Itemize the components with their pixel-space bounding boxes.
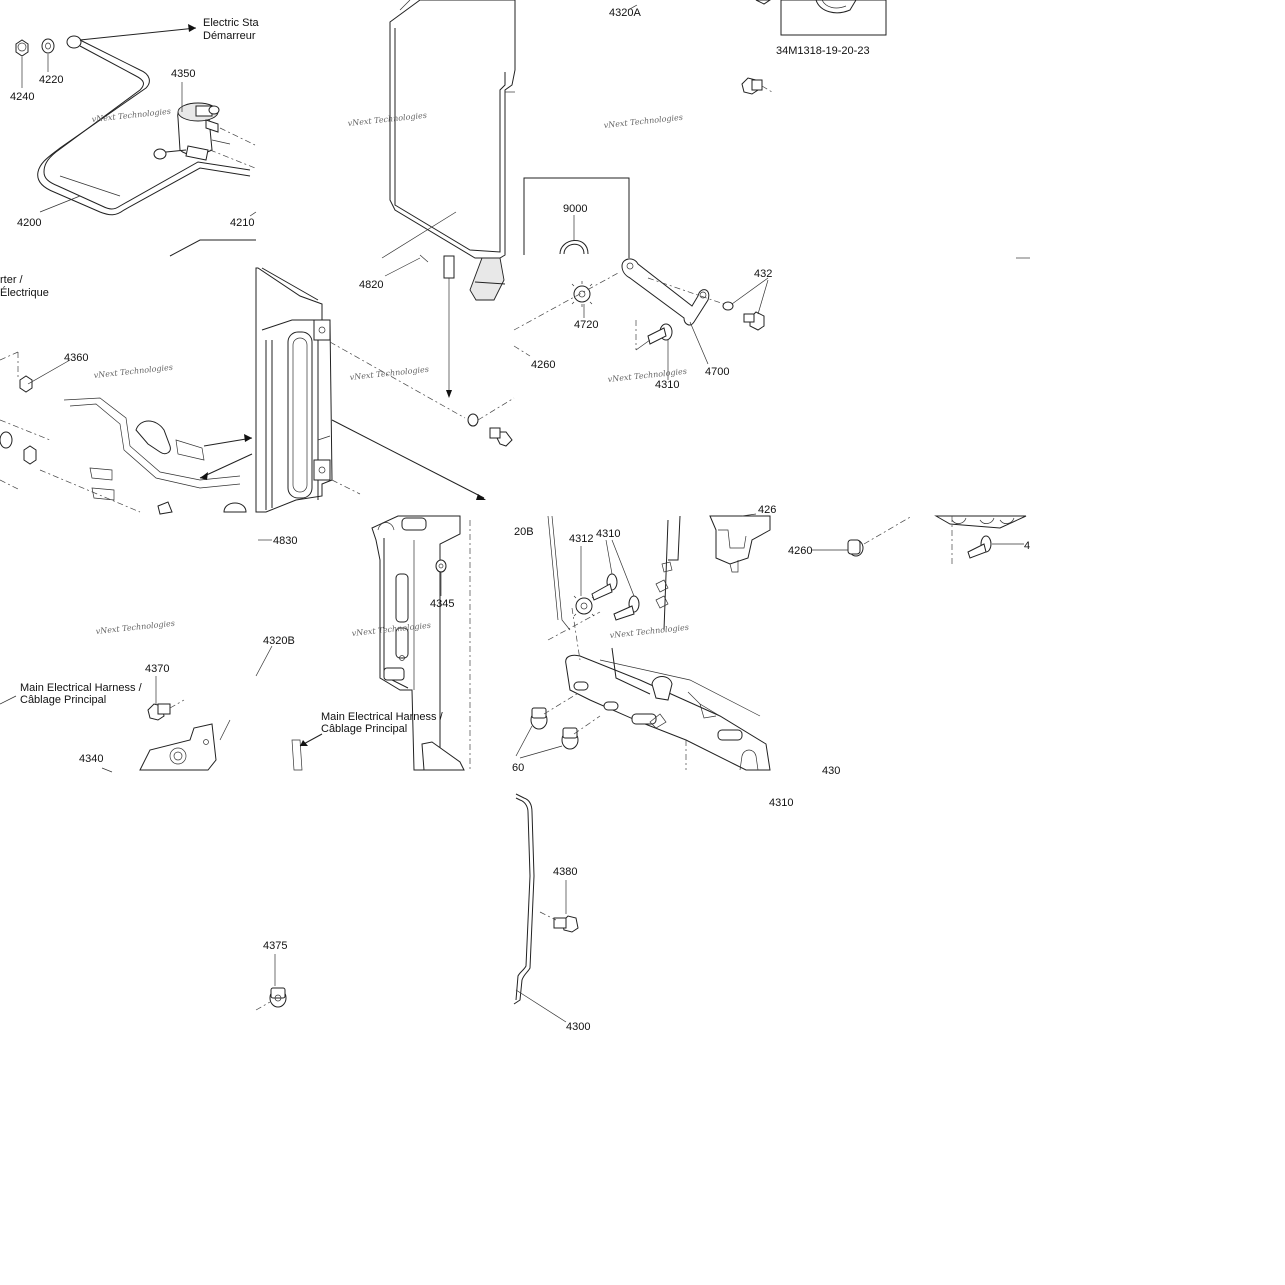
- harness-left-group: [0, 351, 253, 515]
- far-right-bracket: [934, 257, 1030, 564]
- flange-nuts-4360: [530, 707, 579, 750]
- battery-box-group: [381, 0, 516, 398]
- star-washer-4312: [573, 595, 595, 617]
- callout-main-harness-center: Main Electrical Harness /: [321, 711, 444, 723]
- label-4350: 4350: [171, 68, 195, 80]
- label-426: 426: [758, 504, 776, 516]
- callout-electric-starter-fr: Démarreur: [203, 30, 256, 42]
- washer-4220: [41, 38, 55, 54]
- label-4360: 4360: [64, 352, 88, 364]
- label-4820: 4820: [359, 279, 383, 291]
- label-4310: 4310: [655, 379, 679, 391]
- label-4380: 4380: [553, 866, 577, 878]
- label-4260-right: 4260: [788, 545, 812, 557]
- bolt-4380: [553, 915, 579, 933]
- nut-4375: [269, 987, 287, 1008]
- callout-labels: Electric Sta Démarreur rter / Électrique…: [0, 17, 444, 735]
- bolts-4310: [591, 573, 640, 621]
- right-bracket-426: [709, 513, 913, 573]
- label-20B: 20B: [514, 526, 534, 538]
- washer-bolt-432: [722, 301, 765, 331]
- starter-cable: [37, 35, 251, 216]
- label-4300: 4300: [566, 1021, 590, 1033]
- washer-bolt-4260: [467, 413, 513, 447]
- label-4310-tray: 4310: [596, 528, 620, 540]
- nut-4240: [15, 39, 29, 57]
- watermark: vNext Technologies: [349, 365, 429, 382]
- reference-code: 34M1318-19-20-23: [776, 45, 870, 57]
- label-4320B: 4320B: [263, 635, 295, 647]
- label-4312: 4312: [569, 533, 593, 545]
- bolt-top-right: [741, 77, 773, 95]
- watermark: vNext Technologies: [95, 619, 175, 636]
- detail-inset-box: [780, 0, 887, 36]
- label-4260: 4260: [531, 359, 555, 371]
- label-9000: 9000: [563, 203, 587, 215]
- label-430: 430: [822, 765, 840, 777]
- watermark: vNext Technologies: [603, 113, 683, 130]
- callout-starter-partial: rter /: [0, 274, 24, 286]
- bracket-4345: [371, 515, 471, 771]
- label-4700: 4700: [705, 366, 729, 378]
- solenoid-group: [15, 24, 257, 217]
- star-washer-4720: [571, 281, 593, 307]
- watermark: vNext Technologies: [91, 107, 171, 124]
- label-4345: 4345: [430, 598, 454, 610]
- bolt-right: [967, 535, 992, 559]
- solenoid-4350: [153, 102, 231, 161]
- bolt-4370: [147, 703, 171, 721]
- label-4830: 4830: [273, 535, 297, 547]
- label-4210: 4210: [230, 217, 254, 229]
- watermark: vNext Technologies: [609, 623, 689, 640]
- label-4200: 4200: [17, 217, 41, 229]
- label-4370: 4370: [145, 663, 169, 675]
- callout-electric-starter: Electric Sta: [203, 17, 260, 29]
- label-4310-lower: 4310: [769, 797, 793, 809]
- callout-main-harness-left: Main Electrical Harness /: [20, 682, 143, 694]
- label-4240: 4240: [10, 91, 34, 103]
- label-432: 432: [754, 268, 772, 280]
- callout-main-harness-center-fr: Câblage Principal: [321, 723, 407, 735]
- bracket-4340: [139, 719, 231, 771]
- callout-starter-partial-fr: Électrique: [0, 286, 49, 299]
- label-4320A: 4320A: [609, 7, 641, 19]
- bolt-4310-center: [647, 323, 673, 345]
- label-4-right: 4: [1024, 540, 1030, 552]
- label-4720: 4720: [574, 319, 598, 331]
- battery-side-group: [169, 239, 531, 513]
- battery-tray: [515, 515, 771, 771]
- part-labels: 4240 4220 4350 4200 4210 4320A 34M1318-1…: [10, 7, 1030, 1033]
- harness-center: [291, 733, 323, 771]
- watermark: vNext Technologies: [93, 363, 173, 380]
- ground-cable-group: [513, 177, 769, 380]
- nut-4260-right: [847, 539, 864, 557]
- panel-4300: [255, 793, 579, 1023]
- callout-main-harness-left-fr: Câblage Principal: [20, 694, 106, 706]
- label-4360-tray: 60: [512, 762, 524, 774]
- label-4375: 4375: [263, 940, 287, 952]
- label-4340: 4340: [79, 753, 103, 765]
- ground-strap-4700: [621, 258, 710, 326]
- label-4220: 4220: [39, 74, 63, 86]
